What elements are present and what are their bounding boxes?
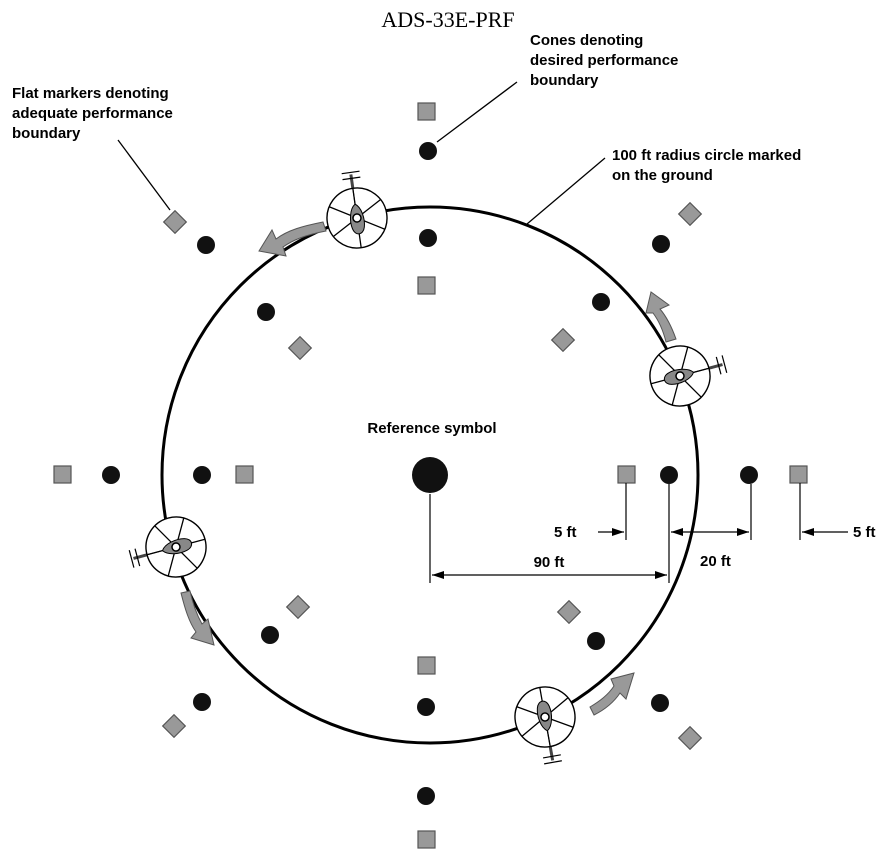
dim-label-20ft: 20 ft — [700, 553, 731, 570]
cone-n-outer — [419, 142, 437, 160]
marker-nw-outer — [162, 209, 188, 235]
leader-flat-markers — [117, 139, 171, 211]
cone-s-outer — [417, 787, 435, 805]
flat-markers — [53, 102, 808, 849]
direction-arrow-icon — [258, 221, 327, 257]
cone-nw-inner — [257, 303, 275, 321]
dim-5ft-inner-arrow — [612, 528, 624, 536]
dim-90ft-arrow-left — [432, 571, 444, 579]
marker-w-outer — [53, 465, 72, 484]
cone-n-inner — [419, 229, 437, 247]
direction-arrows — [180, 221, 677, 716]
marker-e-inner — [617, 465, 636, 484]
direction-arrow-icon — [180, 590, 215, 646]
cones — [102, 142, 758, 805]
cone-w-inner — [193, 466, 211, 484]
reference-symbol — [412, 457, 448, 493]
direction-arrow-icon — [645, 291, 677, 343]
dimensions — [429, 483, 848, 583]
helicopter-icon — [122, 508, 215, 590]
marker-se-outer — [677, 725, 703, 751]
marker-ne-outer — [677, 201, 703, 227]
cone-ne-outer — [652, 235, 670, 253]
dim-label-5ft-outer: 5 ft — [853, 524, 876, 541]
label-flat-markers: Flat markers denoting adequate performan… — [12, 85, 177, 142]
cone-s-inner — [417, 698, 435, 716]
helicopter-icon — [319, 166, 393, 254]
dim-20ft-arrow-right — [737, 528, 749, 536]
label-reference-symbol: Reference symbol — [367, 420, 496, 437]
marker-sw-outer — [161, 713, 187, 739]
cone-sw-inner — [261, 626, 279, 644]
circle-100ft — [160, 205, 700, 745]
leader-circle — [526, 157, 606, 225]
marker-s-inner — [417, 656, 436, 675]
label-cones: Cones denoting desired performance bound… — [530, 32, 683, 89]
cone-nw-outer — [197, 236, 215, 254]
marker-sw-inner — [285, 594, 311, 620]
dim-20ft-arrow-left — [671, 528, 683, 536]
marker-se-inner — [556, 599, 582, 625]
cone-e-outer — [740, 466, 758, 484]
document-title: ADS-33E-PRF — [381, 7, 514, 32]
cone-e-inner — [660, 466, 678, 484]
marker-e-outer — [789, 465, 808, 484]
marker-nw-inner — [287, 335, 313, 361]
marker-w-inner — [235, 465, 254, 484]
helicopter-icon — [508, 680, 585, 770]
direction-arrow-icon — [589, 672, 635, 716]
label-circle: 100 ft radius circle marked on the groun… — [612, 147, 805, 184]
dim-label-5ft-inner: 5 ft — [554, 524, 577, 541]
dim-90ft-arrow-right — [655, 571, 667, 579]
cone-ne-inner — [592, 293, 610, 311]
marker-ne-inner — [550, 327, 576, 353]
dim-5ft-outer-arrow — [802, 528, 814, 536]
cone-se-outer — [651, 694, 669, 712]
helicopter-icon — [641, 333, 734, 415]
leader-cones — [436, 81, 518, 143]
marker-s-outer — [417, 830, 436, 849]
cone-se-inner — [587, 632, 605, 650]
marker-n-outer — [417, 102, 436, 121]
cone-w-outer — [102, 466, 120, 484]
marker-n-inner — [417, 276, 436, 295]
cone-sw-outer — [193, 693, 211, 711]
dim-label-90ft: 90 ft — [534, 554, 565, 571]
